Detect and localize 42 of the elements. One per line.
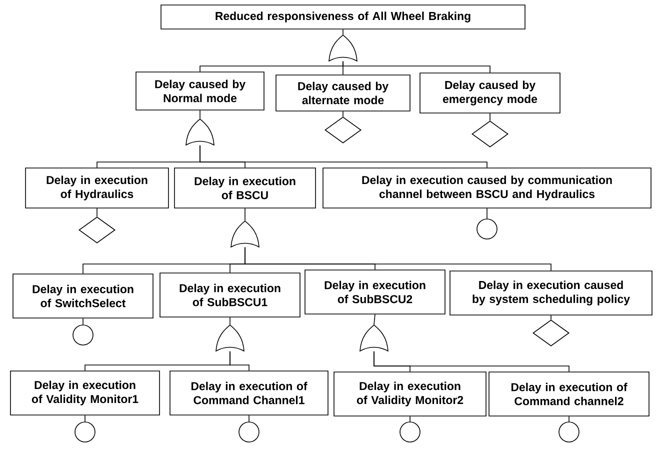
connector-line (244, 208, 246, 221)
connector-line (84, 415, 86, 422)
connector-line (230, 351, 250, 371)
or-gate (328, 34, 358, 62)
event-box: Delay in execution caused by communication channel between BSCU and Hydraulics (322, 168, 652, 208)
connector-line (96, 208, 98, 217)
connector-line (550, 315, 552, 320)
event-box: Delay caused by Normal mode (136, 72, 264, 110)
event-box: Delay in execution of SwitchSelect (12, 274, 154, 318)
connector-line (342, 61, 490, 73)
connector-line (374, 314, 376, 325)
or-gate (186, 118, 214, 146)
event-box: Delay in execution of Validity Monitor1 (10, 370, 160, 416)
basic-event-circle (558, 422, 580, 442)
event-box: Delay in execution of SubBSCU2 (304, 270, 446, 314)
connector-line (248, 415, 250, 422)
or-gate (360, 324, 388, 352)
event-box: Delay in execution of Command channel2 (488, 372, 650, 416)
basic-event-circle (400, 422, 420, 442)
event-box: Delay caused by emergency mode (420, 72, 560, 114)
event-box: Delay in execution of Command Channel1 (170, 370, 328, 416)
event-box: Delay in execution of BSCU (174, 168, 316, 208)
connector-line (342, 29, 344, 35)
connector-line (486, 208, 488, 219)
event-box: Reduced responsiveness of All Wheel Braking (160, 4, 526, 30)
basic-event-circle (476, 218, 498, 240)
event-box: Delay in execution of Hydraulics (25, 168, 169, 208)
connector-line (82, 318, 84, 325)
connector-line (200, 145, 488, 168)
event-box: Delay in execution of Validity Monitor2 (334, 372, 486, 416)
connector-line (374, 351, 570, 372)
event-box: Delay in execution caused by system scheduling policy (450, 270, 652, 316)
or-gate (216, 324, 244, 352)
connector-line (568, 416, 570, 422)
connector-line (342, 111, 344, 117)
event-box: Delay caused by alternate mode (276, 74, 410, 112)
event-box: Delay in execution of SubBSCU1 (160, 272, 300, 318)
basic-event-circle (74, 422, 96, 442)
or-gate (230, 220, 260, 248)
basic-event-circle (238, 422, 260, 442)
connector-line (244, 247, 552, 271)
basic-event-circle (72, 324, 94, 346)
